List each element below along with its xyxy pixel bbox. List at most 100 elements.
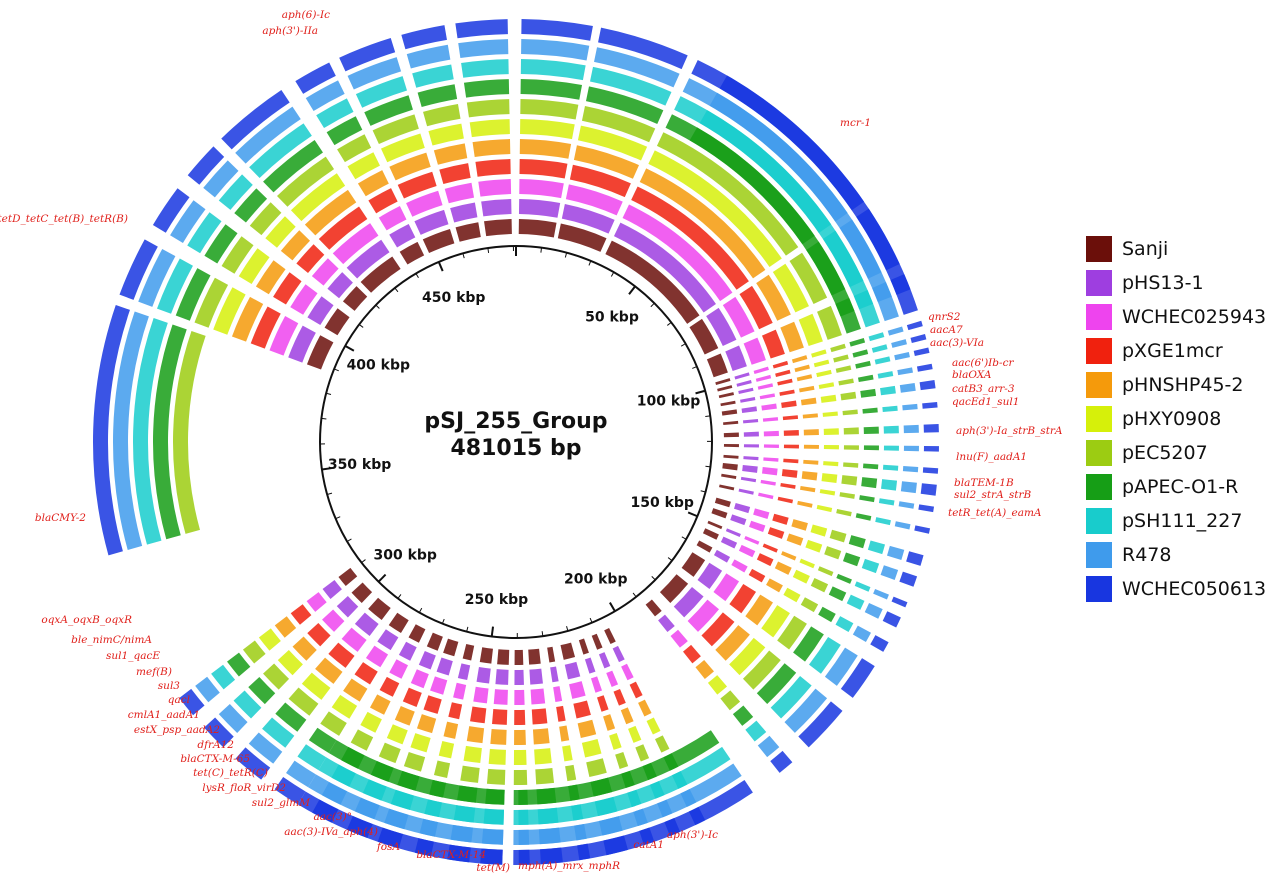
ring-segment: [461, 59, 509, 78]
ring-segment: [156, 258, 193, 314]
ring-segment: [706, 353, 728, 378]
ring-segment: [227, 652, 251, 677]
ring-segment: [738, 544, 756, 558]
tick-mark: [687, 511, 698, 518]
ring-segment: [263, 139, 323, 193]
gene-label: aph(6)-Ic: [282, 9, 330, 21]
ring-segment: [852, 625, 871, 642]
ring-segment: [598, 652, 611, 669]
ring-segment: [840, 658, 875, 698]
ring-segment: [774, 561, 792, 575]
ring-segment: [719, 75, 911, 295]
ring-segment: [659, 574, 689, 603]
gene-label: aacA7: [930, 324, 963, 336]
tick-mark: [394, 287, 399, 293]
ring-segment: [472, 139, 511, 157]
ring-segment: [689, 127, 855, 317]
ring-segment: [466, 726, 485, 744]
ring-segment: [249, 123, 312, 179]
ring-segment: [550, 666, 559, 683]
ring-segment: [357, 170, 389, 197]
ring-segment: [793, 626, 824, 662]
ring-segment: [221, 236, 254, 274]
ring-segment: [820, 394, 837, 403]
ring-segment: [476, 666, 491, 684]
ring-segment: [613, 689, 626, 706]
ring-segment: [343, 678, 368, 702]
ring-segment: [894, 351, 910, 361]
ring-segment: [655, 735, 670, 753]
ring-segment: [332, 223, 379, 265]
ring-segment: [775, 369, 791, 378]
ring-segment: [531, 708, 548, 725]
ring-segment: [783, 429, 799, 436]
ring-segment: [715, 378, 731, 385]
ring-segment: [586, 758, 607, 778]
gene-label: blaCTX-M-65: [180, 753, 250, 765]
ring-segment: [862, 407, 878, 414]
ring-segment: [918, 504, 935, 513]
ring-segment: [855, 360, 871, 369]
ring-segment: [803, 444, 819, 449]
ring-segment: [519, 159, 568, 179]
ring-segment: [306, 335, 334, 370]
tick-mark: [695, 389, 706, 395]
legend-swatch: [1086, 372, 1112, 398]
ring-segment: [615, 751, 629, 769]
legend-item: pSH111_227: [1086, 504, 1280, 538]
ring-segment: [605, 240, 700, 324]
gene-label: lnu(F)_aadA1: [956, 451, 1027, 463]
ring-segment: [514, 729, 526, 745]
ring-segment: [829, 529, 847, 543]
ring-segment: [322, 609, 345, 632]
ring-segment: [886, 545, 905, 560]
ring-segment: [707, 520, 723, 530]
ring-segment: [811, 349, 827, 358]
tick-mark: [437, 261, 444, 272]
ring-segment: [360, 711, 382, 733]
ring-segment: [439, 163, 471, 185]
ring-segment: [347, 57, 402, 90]
ring-segment: [743, 444, 759, 448]
ring-segment: [770, 675, 812, 719]
ring-segment: [443, 721, 459, 739]
ring-segment: [922, 467, 939, 474]
ring-segment: [328, 740, 505, 805]
ring-segment: [860, 388, 877, 398]
ring-segment: [495, 669, 509, 685]
ring-segment: [315, 657, 343, 684]
ring-segment: [417, 84, 458, 108]
ring-segment: [342, 286, 368, 311]
ring-segment: [535, 767, 555, 785]
ring-segment: [406, 190, 443, 217]
ring-segment: [873, 588, 889, 600]
ring-segment: [172, 330, 206, 534]
ring-segment: [742, 650, 781, 690]
ring-segment: [520, 99, 579, 120]
ring-segment: [763, 444, 779, 448]
tick-label: 450 kbp: [422, 290, 485, 306]
ring-segment: [762, 417, 779, 422]
ring-segment: [275, 702, 307, 732]
ring-segment: [388, 612, 409, 634]
ring-segment: [762, 543, 778, 553]
ring-segment: [822, 411, 838, 417]
tick-mark: [632, 592, 637, 598]
ring-segment: [683, 644, 701, 664]
ring-segment: [783, 444, 799, 449]
ring-segment: [518, 763, 742, 845]
tick-mark: [667, 321, 672, 326]
gene-label: aac(3)-IVa_aph(4): [284, 826, 378, 838]
ring-segment: [520, 59, 586, 81]
legend-swatch: [1086, 508, 1112, 534]
ring-segment: [529, 668, 543, 685]
ring-segment: [416, 714, 437, 734]
ring-segment: [603, 714, 616, 731]
gene-label: aph(3')-IIa: [262, 25, 318, 37]
ring-segment: [817, 305, 842, 340]
ring-segment: [701, 612, 735, 647]
ring-segment: [874, 356, 891, 365]
ring-segment: [761, 605, 790, 638]
ring-segment: [729, 637, 766, 676]
ring-segment: [308, 727, 337, 753]
